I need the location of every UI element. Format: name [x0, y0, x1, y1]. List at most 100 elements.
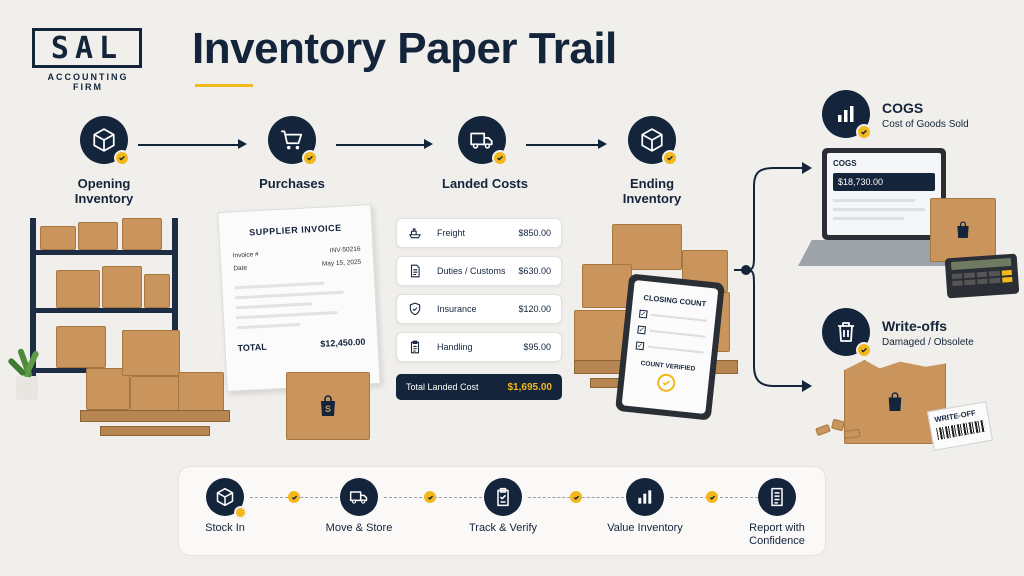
- cogs-heading: COGS Cost of Goods Sold: [882, 100, 969, 130]
- box-mark: S: [325, 404, 331, 414]
- process-label-track-verify: Track & Verify: [468, 522, 538, 534]
- cost-name: Duties / Customs: [437, 266, 506, 276]
- cost-value: $630.00: [518, 266, 551, 276]
- invoice-title: SUPPLIER INVOICE: [248, 222, 342, 238]
- opening-inventory-icon: [80, 116, 130, 166]
- cogs-title: COGS: [882, 100, 924, 116]
- arrow-head-icon: [238, 139, 247, 149]
- bar-chart-icon: [638, 490, 652, 504]
- closing-count-title: CLOSING COUNT: [643, 292, 707, 309]
- trash-icon: [838, 322, 854, 342]
- check-badge-icon: [856, 342, 872, 358]
- logo: SAL: [32, 28, 142, 68]
- checkbox-icon: ✓: [638, 309, 648, 319]
- pallet: [100, 426, 210, 436]
- flow-arrow: [138, 144, 238, 146]
- cardboard-box: [86, 368, 130, 410]
- truck-icon: [470, 132, 493, 149]
- cogs-icon: [822, 90, 872, 140]
- check-badge-icon: [856, 124, 872, 140]
- cardboard-box: [122, 330, 180, 376]
- laptop-illustration: COGS $18,730.00: [822, 148, 946, 240]
- flow-arrow: [526, 144, 598, 146]
- title-underline: [195, 84, 253, 87]
- shopping-bag-icon: S: [321, 395, 335, 416]
- warehouse-shelf-illustration: [26, 218, 182, 396]
- value-inventory-icon: [626, 478, 664, 516]
- invoice-date-value: May 15, 2025: [321, 258, 362, 268]
- cogs-subtitle: Cost of Goods Sold: [882, 119, 969, 130]
- cost-value: $850.00: [518, 228, 551, 238]
- process-check-icon: [424, 491, 436, 503]
- cardboard-debris: [815, 416, 866, 442]
- landed-cost-card-insurance: Insurance $120.00: [396, 294, 562, 324]
- page-title: Inventory Paper Trail: [192, 24, 617, 73]
- clipboard-icon: [407, 339, 423, 355]
- report-icon: [758, 478, 796, 516]
- process-label-stock-in: Stock In: [205, 522, 245, 534]
- write-offs-icon: [822, 308, 872, 358]
- shopping-bag-icon: [957, 221, 969, 238]
- total-landed-cost: Total Landed Cost $1,695.00: [396, 374, 562, 400]
- checkbox-icon: ✓: [635, 341, 645, 351]
- check-badge-icon: [492, 150, 508, 166]
- process-check-icon: [706, 491, 718, 503]
- step-label-purchases: Purchases: [259, 176, 325, 191]
- check-badge-icon: [114, 150, 130, 166]
- process-check-icon: [570, 491, 582, 503]
- calculator-illustration: [944, 253, 1020, 299]
- total-landed-cost-label: Total Landed Cost: [406, 382, 479, 392]
- write-offs-heading: Write-offs Damaged / Obsolete: [882, 318, 974, 348]
- process-label-value-inventory: Value Inventory: [607, 522, 683, 534]
- cardboard-box: [582, 264, 632, 308]
- step-label-ending-inventory: Ending Inventory: [622, 176, 682, 206]
- bar-chart-icon: [838, 106, 854, 122]
- pallet: [80, 410, 230, 422]
- process-label-report: Report with Confidence: [749, 522, 805, 547]
- invoice-total-label: TOTAL: [237, 341, 267, 354]
- shopping-box: S: [286, 372, 370, 440]
- shield-icon: [407, 301, 423, 317]
- total-landed-cost-value: $1,695.00: [507, 381, 553, 393]
- checkbox-icon: ✓: [637, 325, 647, 335]
- cost-value: $120.00: [518, 304, 551, 314]
- count-verified-label: COUNT VERIFIED: [640, 360, 696, 373]
- clipboard-check-icon: [497, 487, 509, 507]
- invoice-number-value: INV-50216: [329, 245, 361, 255]
- truck-icon: [349, 491, 368, 504]
- invoice-number-label: Invoice #: [232, 251, 259, 260]
- box-icon: [216, 487, 234, 507]
- damaged-box: [844, 360, 946, 444]
- invoice-total-value: $12,450.00: [320, 336, 366, 349]
- track-verify-icon: [484, 478, 522, 516]
- closing-count-clipboard: CLOSING COUNT ✓ ✓ ✓ COUNT VERIFIED: [615, 273, 725, 421]
- report-icon: [771, 487, 783, 507]
- write-offs-title: Write-offs: [882, 318, 948, 334]
- cost-name: Freight: [437, 228, 466, 238]
- move-store-icon: [340, 478, 378, 516]
- landed-cost-card-handling: Handling $95.00: [396, 332, 562, 362]
- supplier-invoice: SUPPLIER INVOICE Invoice # INV-50216 Dat…: [217, 204, 381, 392]
- cardboard-box: [612, 224, 682, 270]
- process-label-move-store: Move & Store: [325, 522, 393, 534]
- ship-icon: [407, 225, 423, 241]
- cardboard-box: [178, 372, 224, 414]
- cost-name: Handling: [437, 342, 473, 352]
- check-badge-icon: [302, 150, 318, 166]
- shopping-bag-icon: [888, 392, 902, 411]
- purchases-icon: [268, 116, 318, 166]
- laptop-cogs-label: COGS: [833, 159, 857, 168]
- write-offs-subtitle: Damaged / Obsolete: [882, 337, 974, 348]
- cost-value: $95.00: [523, 342, 551, 352]
- logo-letters: SAL: [50, 30, 124, 66]
- step-label-opening-inventory: Opening Inventory: [74, 176, 134, 206]
- barcode-icon: [936, 419, 986, 441]
- step-label-landed-costs: Landed Costs: [442, 176, 528, 191]
- landed-cost-card-duties: Duties / Customs $630.00: [396, 256, 562, 286]
- arrow-head-icon: [424, 139, 433, 149]
- shopping-box: [930, 198, 996, 262]
- landed-cost-card-freight: Freight $850.00: [396, 218, 562, 248]
- ending-inventory-icon: [628, 116, 678, 166]
- box-icon: [93, 128, 115, 152]
- invoice-date-label: Date: [233, 264, 248, 273]
